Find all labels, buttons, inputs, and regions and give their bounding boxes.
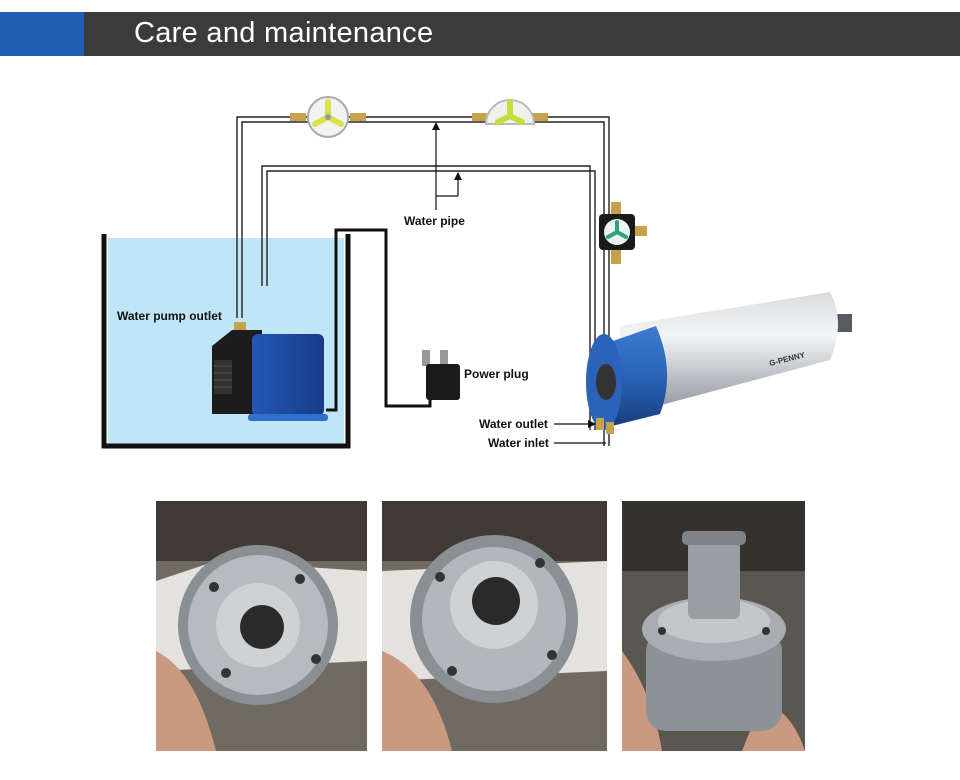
pipe-inner-a bbox=[261, 165, 591, 430]
plug-body bbox=[426, 364, 460, 400]
water-pipe-callout bbox=[435, 124, 459, 210]
flow-indicator-1 bbox=[290, 96, 366, 138]
flow-indicator-2 bbox=[472, 99, 548, 125]
page-title: Care and maintenance bbox=[134, 17, 434, 49]
pipe-outer-a bbox=[236, 116, 610, 446]
arrow-right-icon bbox=[588, 420, 596, 428]
spindle-outlet-fitting bbox=[596, 418, 604, 430]
power-cord bbox=[326, 228, 432, 412]
label-water-pipe: Water pipe bbox=[404, 214, 465, 228]
pump-intake-grille bbox=[214, 360, 232, 394]
section-header: Care and maintenance bbox=[0, 12, 960, 56]
hand bbox=[156, 651, 216, 751]
label-water-pump-outlet: Water pump outlet bbox=[117, 309, 222, 323]
impeller-icon bbox=[606, 220, 628, 239]
pump-base bbox=[248, 414, 328, 421]
pump-blue-body bbox=[252, 334, 324, 416]
spindle-connector bbox=[596, 364, 616, 400]
photo-spindle-end-3 bbox=[622, 501, 805, 751]
photo-spindle-end-2 bbox=[382, 501, 607, 751]
photo-spindle-end-1 bbox=[156, 501, 367, 751]
label-power-plug: Power plug bbox=[464, 367, 529, 381]
pipe-outer-b bbox=[241, 121, 605, 446]
header-accent-block bbox=[0, 12, 84, 56]
fitting-left bbox=[290, 113, 306, 121]
arrow-up-icon bbox=[454, 172, 462, 180]
plug-pin-left bbox=[422, 350, 430, 366]
pump-outlet-nozzle bbox=[234, 322, 246, 332]
fitting-right bbox=[350, 113, 366, 121]
spindle-motor: G-PENNY bbox=[586, 292, 852, 434]
water-pump bbox=[212, 322, 328, 421]
pipe-inner-b bbox=[266, 170, 596, 430]
cooling-diagram: G-PENNY Water pipe Water pump outlet Pow… bbox=[101, 96, 852, 450]
impeller-icon bbox=[495, 99, 525, 125]
tank-wall bbox=[101, 234, 351, 449]
hand bbox=[622, 651, 662, 751]
hand bbox=[382, 651, 452, 751]
water-pipes bbox=[236, 116, 610, 446]
spindle-body bbox=[620, 292, 838, 416]
power-plug bbox=[422, 350, 460, 400]
spindle-inlet-fitting bbox=[606, 422, 614, 434]
flow-indicator-3 bbox=[599, 202, 647, 264]
label-water-outlet: Water outlet bbox=[479, 417, 548, 431]
plug-pin-right bbox=[440, 350, 448, 366]
arrow-up-icon bbox=[432, 122, 440, 130]
spindle-blue-band bbox=[610, 326, 668, 426]
label-water-inlet: Water inlet bbox=[488, 436, 549, 450]
